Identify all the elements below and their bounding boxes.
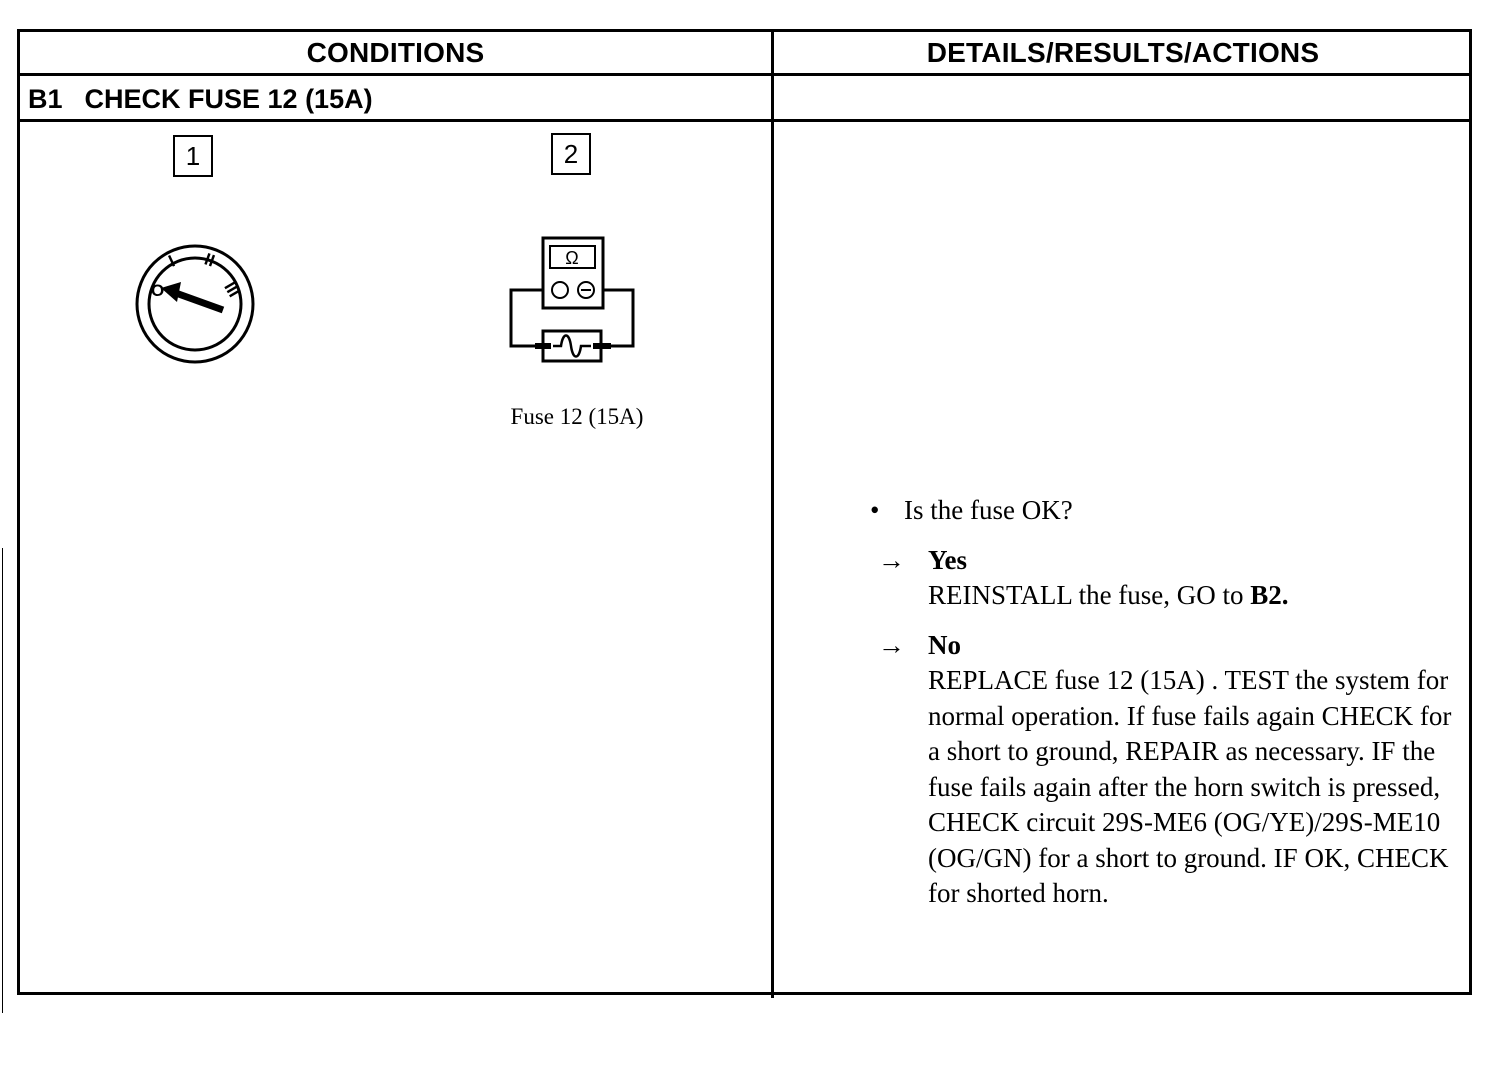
- figure-2-number: 2: [551, 133, 591, 175]
- arrow-right-icon: →: [878, 629, 905, 660]
- bullet-icon: •: [870, 495, 880, 525]
- yes-outcome: → Yes REINSTALL the fuse, GO to B2.: [870, 543, 1460, 614]
- ignition-switch-icon: O I II III: [135, 244, 255, 364]
- procedure-table: [17, 29, 1472, 995]
- step-title-row: B1 CHECK FUSE 12 (15A): [28, 78, 373, 120]
- margin-mark: [2, 548, 3, 1013]
- yes-action-ref: B2.: [1250, 580, 1289, 610]
- yes-action: REINSTALL the fuse, GO to B2.: [870, 578, 1460, 614]
- no-action-text: REPLACE fuse 12 (15A) . TEST the system …: [928, 665, 1452, 908]
- no-outcome: → No REPLACE fuse 12 (15A) . TEST the sy…: [870, 628, 1460, 912]
- header-rule: [17, 73, 1472, 76]
- question-text: Is the fuse OK?: [904, 495, 1073, 525]
- conditions-header: CONDITIONS: [306, 37, 485, 68]
- column-divider: [771, 29, 774, 998]
- yes-label: Yes: [928, 544, 967, 575]
- step-code: B1: [28, 83, 63, 114]
- details-header: DETAILS/RESULTS/ACTIONS: [926, 37, 1320, 68]
- step-title: CHECK FUSE 12 (15A): [84, 83, 373, 114]
- arrow-right-icon: →: [878, 544, 905, 575]
- step-rule: [17, 119, 1472, 122]
- no-label: No: [928, 629, 961, 660]
- position-0-label: O: [151, 281, 164, 300]
- details-content: • Is the fuse OK? → Yes REINSTALL the fu…: [870, 493, 1460, 912]
- fuse-caption: Fuse 12 (15A): [510, 404, 644, 429]
- question-line: • Is the fuse OK?: [870, 493, 1460, 529]
- yes-action-text: REINSTALL the fuse, GO to: [928, 580, 1251, 610]
- multimeter-fuse-test-icon: Ω: [509, 236, 635, 363]
- ohm-symbol: Ω: [565, 248, 578, 268]
- figure-1-number: 1: [173, 135, 213, 177]
